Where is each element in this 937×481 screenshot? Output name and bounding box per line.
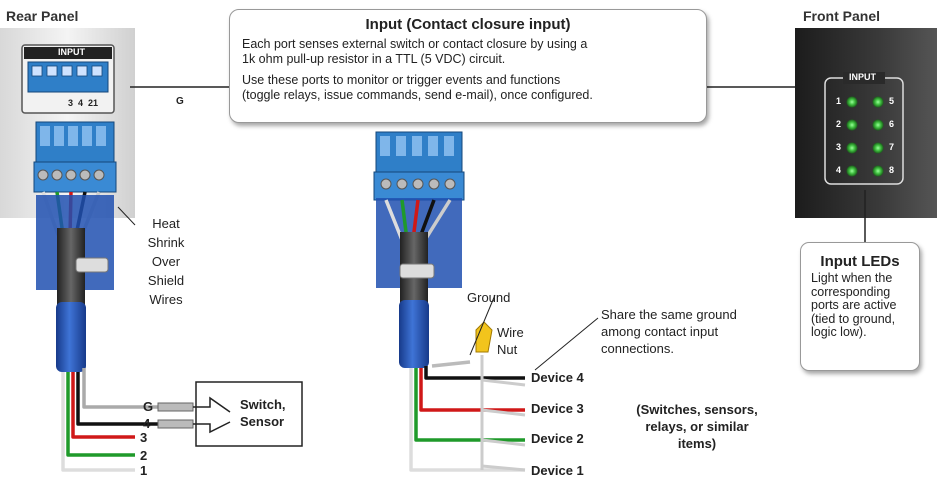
rear-ground-mark: G bbox=[176, 96, 184, 107]
wire-label-3: 3 bbox=[140, 430, 148, 445]
cable-tie bbox=[75, 257, 109, 273]
rear-pin-labels: 3 4 21 bbox=[68, 98, 99, 108]
devices-note: (Switches, sensors, relays, or similar i… bbox=[636, 402, 758, 451]
input-leds-callout: Input LEDs Light when the corresponding … bbox=[800, 242, 920, 371]
wire-label-g: G bbox=[143, 399, 154, 414]
led-num-6: 6 bbox=[889, 119, 895, 129]
led-num-2: 2 bbox=[836, 119, 842, 129]
input-callout: Input (Contact closure input) Each port … bbox=[229, 9, 707, 123]
device-3-label: Device 3 bbox=[531, 401, 584, 416]
wire-label-4: 4 bbox=[143, 416, 151, 431]
led-num-5: 5 bbox=[889, 96, 895, 106]
led-num-8: 8 bbox=[889, 165, 895, 175]
rear-connector-plug bbox=[33, 121, 117, 193]
front-panel-graphic bbox=[795, 28, 937, 242]
device-wires bbox=[409, 355, 526, 472]
callout-title: Input (Contact closure input) bbox=[365, 16, 571, 33]
wire-label-2: 2 bbox=[140, 448, 148, 463]
led-num-1: 1 bbox=[836, 96, 842, 106]
callout-paragraph-1: Each port senses external switch or cont… bbox=[242, 37, 588, 66]
ground-label: Ground bbox=[467, 290, 511, 305]
heat-shrink-annotation: Heat Shrink Over Shield Wires bbox=[147, 216, 185, 307]
rear-output-wires bbox=[61, 368, 160, 472]
wire-nut-label: Wire Nut bbox=[497, 325, 524, 357]
shared-ground-note: Share the same ground among contact inpu… bbox=[601, 307, 737, 356]
front-input-label: INPUT bbox=[849, 72, 876, 82]
device-4-label: Device 4 bbox=[531, 370, 584, 385]
input-leds-title: Input LEDs bbox=[820, 253, 900, 270]
input-leds-text: Light when the corresponding ports are a… bbox=[811, 271, 897, 339]
front-panel-title: Front Panel bbox=[803, 8, 881, 24]
switch-sensor-box bbox=[193, 381, 303, 447]
led-num-4: 4 bbox=[836, 165, 842, 175]
callout-paragraph-2: Use these ports to monitor or trigger ev… bbox=[242, 73, 593, 102]
wire-label-1: 1 bbox=[140, 463, 148, 478]
device-2-label: Device 2 bbox=[531, 431, 584, 446]
wire-nut bbox=[475, 321, 493, 353]
heat-shrink bbox=[56, 302, 86, 372]
led-num-3: 3 bbox=[836, 142, 842, 152]
rear-input-label: INPUT bbox=[58, 47, 85, 57]
device-1-label: Device 1 bbox=[531, 463, 584, 478]
led-num-7: 7 bbox=[889, 142, 895, 152]
switch-sensor-label: Switch, Sensor bbox=[240, 397, 286, 429]
rear-panel-title: Rear Panel bbox=[6, 8, 79, 24]
